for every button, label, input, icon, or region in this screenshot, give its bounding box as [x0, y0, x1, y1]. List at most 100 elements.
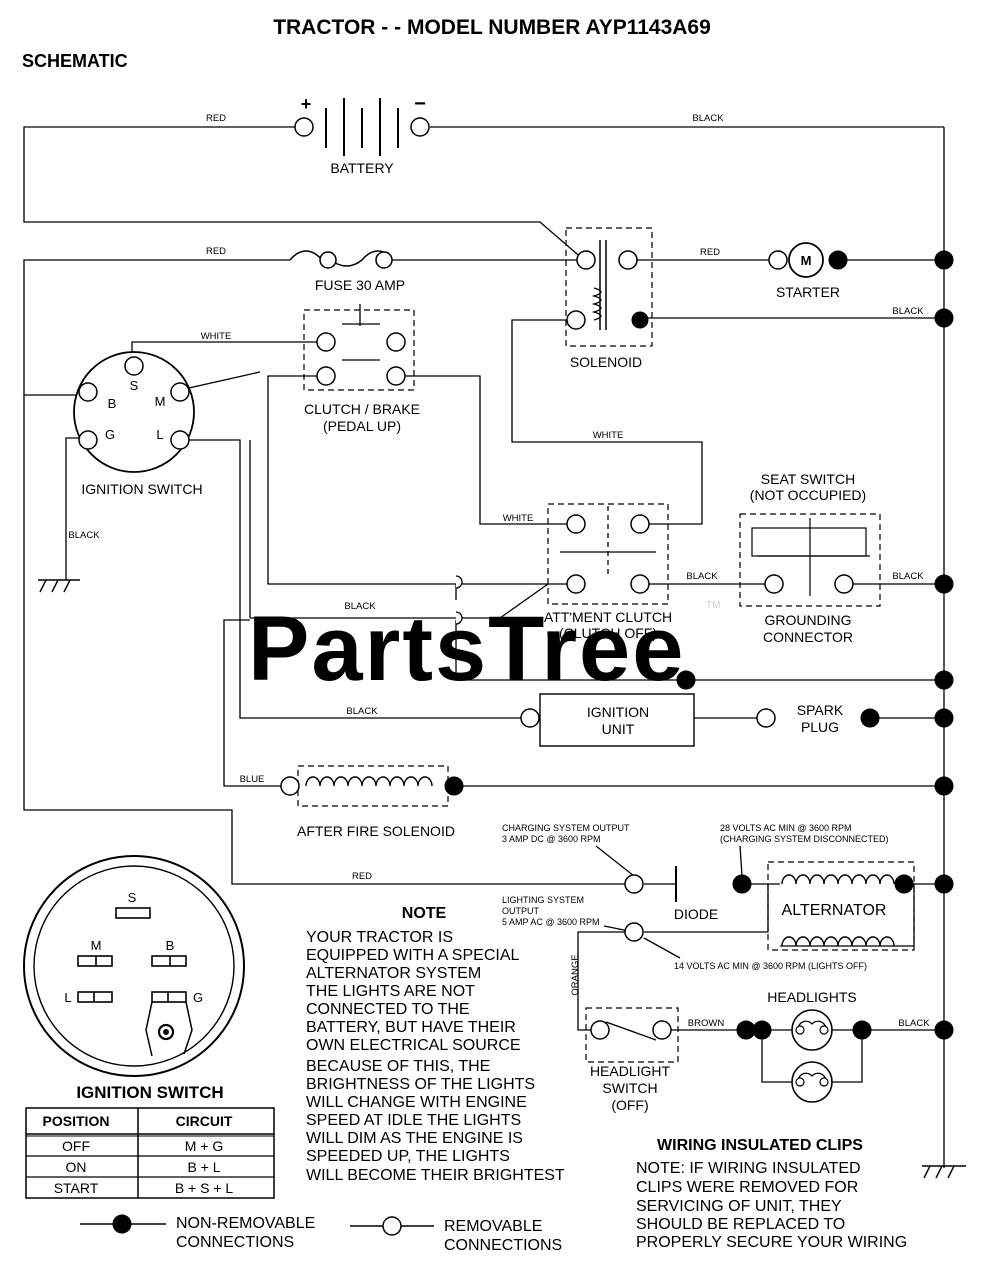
note-line: BECAUSE OF THIS, THE [306, 1058, 490, 1075]
battery-negative-sign: − [414, 93, 426, 115]
starter: M STARTER [768, 242, 848, 300]
attachment-clutch-switch: ATT'MENT CLUTCH (CLUTCH OFF) [544, 503, 672, 641]
watermark: PartsTree [248, 598, 685, 700]
v28-label: 28 VOLTS AC MIN @ 3600 RPM [720, 823, 852, 833]
grounding-connector-sub: CONNECTOR [763, 629, 853, 645]
lighting-output-sub: OUTPUT [502, 906, 540, 916]
diode-label: DIODE [674, 906, 718, 922]
wire-label: BLACK [898, 1018, 930, 1029]
ignition-switch-label: IGNITION SWITCH [81, 481, 202, 497]
charging-output-label: CHARGING SYSTEM OUTPUT [502, 823, 630, 833]
battery: + − BATTERY [294, 93, 430, 176]
wire-label: BLACK [686, 571, 718, 582]
ignition-switch-table: IGNITION SWITCH POSITION CIRCUIT OFF M +… [25, 1083, 275, 1199]
ignition-switch: S B M G L IGNITION SWITCH [73, 351, 203, 497]
wire-label: WHITE [201, 331, 232, 342]
ign-detail-m: M [91, 938, 102, 953]
clutch-brake-label: CLUTCH / BRAKE [304, 401, 420, 417]
seat-switch: SEAT SWITCH (NOT OCCUPIED) GROUNDING CON… [739, 471, 881, 645]
lighting-output-terminal [624, 922, 644, 942]
grounding-connector-label: GROUNDING [764, 612, 851, 628]
alternator: ALTERNATOR [767, 861, 915, 951]
headlights: HEADLIGHTS [736, 989, 872, 1103]
ignition-unit: IGNITION UNIT [520, 670, 696, 747]
wire-label: BLACK [892, 306, 924, 317]
spark-plug-label: SPARK [797, 702, 844, 718]
note-line: WILL BECOME THEIR BRIGHTEST [306, 1167, 565, 1184]
seat-switch-sub: (NOT OCCUPIED) [750, 487, 866, 503]
clips-line: NOTE: IF WIRING INSULATED [636, 1160, 861, 1177]
starter-label: STARTER [776, 284, 840, 300]
note-line: WILL CHANGE WITH ENGINE [306, 1094, 527, 1111]
wire-label: BLACK [346, 706, 378, 717]
headlight-switch-sub: SWITCH [602, 1080, 657, 1096]
fuse [289, 250, 393, 269]
ignition-unit-sub: UNIT [602, 721, 635, 737]
ground-symbol-left [38, 579, 80, 593]
wiring-clips-note: WIRING INSULATED CLIPS NOTE: IF WIRING I… [636, 1137, 907, 1251]
diode: DIODE [624, 866, 752, 922]
ign-pin-g: G [105, 427, 115, 442]
section-title: SCHEMATIC [22, 51, 128, 71]
battery-label: BATTERY [330, 160, 394, 176]
lighting-output-label: LIGHTING SYSTEM [502, 895, 584, 905]
ign-table-cell: OFF [62, 1138, 90, 1154]
ign-table-cell: B + L [187, 1159, 220, 1175]
ign-pin-b: B [108, 396, 117, 411]
fuse-label: FUSE 30 AMP [315, 277, 405, 293]
legend-nonremovable-sub: CONNECTIONS [176, 1234, 294, 1251]
v28-sub: (CHARGING SYSTEM DISCONNECTED) [720, 834, 889, 844]
seat-switch-label: SEAT SWITCH [761, 471, 855, 487]
solenoid-label: SOLENOID [570, 354, 642, 370]
legend-nonremovable: NON-REMOVABLE [176, 1215, 315, 1232]
ign-detail-l: L [64, 990, 71, 1005]
wire-label: ORANGE [570, 954, 581, 995]
wire-labels: RED BLACK RED RED BLACK WHITE WHITE WHIT… [68, 113, 930, 1029]
attment-clutch-label: ATT'MENT CLUTCH [544, 609, 672, 625]
note-line: THE LIGHTS ARE NOT [306, 983, 475, 1000]
ground-bus-junctions [934, 250, 954, 1040]
clips-line: CLIPS WERE REMOVED FOR [636, 1179, 858, 1196]
ign-detail-b: B [166, 938, 175, 953]
ign-pin-m: M [155, 394, 166, 409]
headlight-switch-state: (OFF) [611, 1097, 648, 1113]
ignition-switch-detail: S M B L G [23, 855, 245, 1077]
wire-label: BLACK [892, 571, 924, 582]
charging-annotations: CHARGING SYSTEM OUTPUT 3 AMP DC @ 3600 R… [502, 823, 889, 971]
alternator-label: ALTERNATOR [782, 902, 887, 919]
wire-label: RED [206, 113, 226, 124]
clips-line: PROPERLY SECURE YOUR WIRING [636, 1234, 907, 1251]
note-line: SPEEDED UP, THE LIGHTS [306, 1148, 510, 1165]
ground-symbol-right [922, 1165, 966, 1179]
note-line: EQUIPPED WITH A SPECIAL [306, 947, 519, 964]
note-heading: NOTE [402, 905, 447, 922]
note-line: CONNECTED TO THE [306, 1001, 470, 1018]
spark-plug: SPARK PLUG [756, 702, 880, 735]
legend-removable: REMOVABLE [444, 1218, 542, 1235]
ign-table-cell: START [54, 1180, 99, 1196]
headlight-switch: HEADLIGHT SWITCH (OFF) [585, 1007, 679, 1113]
ign-table-header: POSITION [43, 1113, 110, 1129]
watermark-tm: TM [706, 600, 720, 611]
attment-clutch-sub: (CLUTCH OFF) [559, 625, 657, 641]
legend-removable-sub: CONNECTIONS [444, 1237, 562, 1254]
note-line: ALTERNATOR SYSTEM [306, 965, 481, 982]
connection-legend: NON-REMOVABLE CONNECTIONS REMOVABLE CONN… [80, 1214, 562, 1254]
clips-line: SHOULD BE REPLACED TO [636, 1216, 845, 1233]
note-line: SPEED AT IDLE THE LIGHTS [306, 1112, 521, 1129]
wire-label: RED [352, 871, 372, 882]
v14-label: 14 VOLTS AC MIN @ 3600 RPM (LIGHTS OFF) [674, 961, 867, 971]
wire-label: BLACK [68, 530, 100, 541]
after-fire-solenoid: AFTER FIRE SOLENOID [280, 765, 464, 839]
wire-label: BLACK [692, 113, 724, 124]
headlights-label: HEADLIGHTS [767, 989, 856, 1005]
ign-table-cell: B + S + L [175, 1180, 234, 1196]
ign-detail-s: S [128, 890, 137, 905]
note-line: BATTERY, BUT HAVE THEIR [306, 1019, 516, 1036]
starter-motor-m: M [801, 253, 812, 268]
wire-label: RED [206, 246, 226, 257]
ign-table-header: CIRCUIT [176, 1113, 233, 1129]
lighting-output-value: 5 AMP AC @ 3600 RPM [502, 917, 600, 927]
wire-label: RED [700, 247, 720, 258]
wire-crossovers [455, 575, 463, 625]
